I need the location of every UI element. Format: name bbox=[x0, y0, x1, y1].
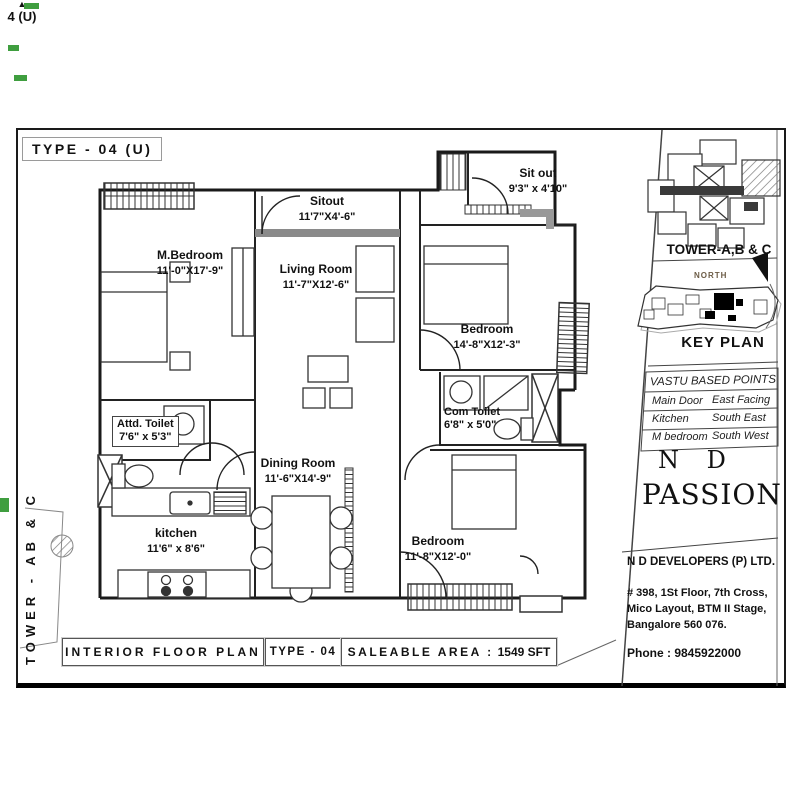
brand-line1: N D bbox=[658, 446, 736, 474]
footer-plan-box: INTERIOR FLOOR PLAN bbox=[62, 638, 264, 666]
vastu-row-kitchen-item: Kitchen bbox=[652, 413, 689, 425]
room-label-sitout: Sitout 11'7"X4'-6" bbox=[298, 194, 356, 223]
room-label-living: Living Room 11'-7"X12'-6" bbox=[279, 262, 353, 291]
room-label-com-toilet: Com Toilet 6'8" x 5'0" bbox=[444, 406, 501, 432]
vastu-row-m-bedroom-value: South West bbox=[712, 430, 769, 442]
tower-side-label: TOWER - AB & C bbox=[23, 491, 38, 665]
room-label-dining: Dining Room 11'-6"X14'-9" bbox=[260, 456, 336, 485]
vastu-row-m-bedroom-item: M bedroom bbox=[652, 431, 708, 443]
address-line-2: Mico Layout, BTM II Stage, bbox=[627, 603, 767, 615]
address-line-1: # 398, 1St Floor, 7th Cross, bbox=[627, 587, 768, 599]
brand-line2: PASSION bbox=[642, 478, 782, 511]
unit-arrow-icon: ▲ bbox=[17, 0, 27, 9]
address-line-3: Bangalore 560 076. bbox=[627, 619, 727, 631]
room-label-kitchen: kitchen 11'6" x 8'6" bbox=[147, 526, 205, 555]
north-label: NORTH bbox=[694, 271, 728, 280]
tower-caption: TOWER-A,B & C bbox=[666, 242, 772, 257]
north-arrow-icon bbox=[752, 252, 768, 282]
unit-marker: ▲ 4 (U) bbox=[0, 0, 44, 26]
door-arcs bbox=[179, 177, 539, 599]
hatch-circle-icon bbox=[50, 534, 74, 558]
room-label-bedroom-right: Bedroom 14'-8"X12'-3" bbox=[453, 322, 521, 351]
room-label-m-bedroom: M.Bedroom 11'-0"X17'-9" bbox=[156, 248, 224, 277]
vastu-row-main-door-item: Main Door bbox=[652, 395, 703, 407]
furniture bbox=[100, 245, 534, 603]
vastu-row-kitchen-value: South East bbox=[712, 412, 766, 424]
windows-and-rails bbox=[103, 153, 590, 613]
footer-area-box: SALEABLE AREA : 1549 SFT bbox=[341, 638, 557, 666]
vastu-row-main-door-value: East Facing bbox=[712, 394, 771, 406]
phone-number: Phone : 9845922000 bbox=[627, 646, 742, 660]
tower-cluster-diagram bbox=[647, 139, 781, 249]
room-label-bedroom-bottom: Bedroom 11'-8"X12'-0" bbox=[404, 534, 472, 563]
keyplan-caption: KEY PLAN bbox=[681, 334, 765, 351]
company-name: N D DEVELOPERS (P) LTD. bbox=[627, 556, 776, 568]
room-label-sit-out-right: Sit out 9'3" x 4'10" bbox=[508, 166, 568, 195]
type-label: TYPE - 04 (U) bbox=[22, 137, 163, 161]
keyplan-map bbox=[637, 252, 782, 334]
decorative-green-marks bbox=[0, 3, 39, 512]
footer-type-box: TYPE - 04 bbox=[265, 638, 341, 666]
tower-tag-enclosure bbox=[19, 507, 74, 649]
room-label-attd-toilet: Attd. Toilet 7'6" x 5'3" bbox=[112, 416, 179, 447]
